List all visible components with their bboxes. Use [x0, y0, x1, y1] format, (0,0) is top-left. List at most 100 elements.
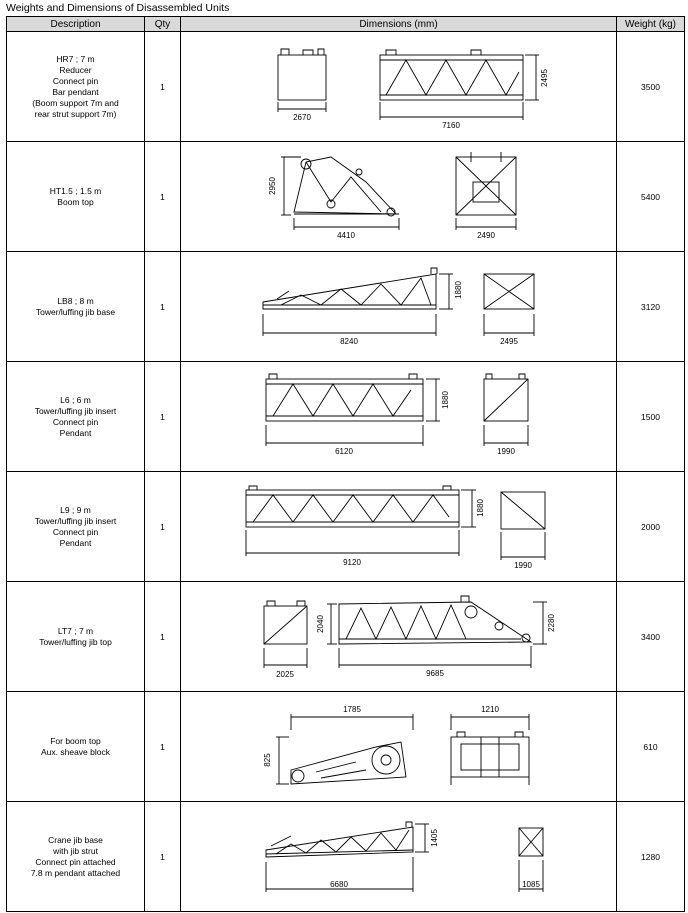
dim-label: 9120: [343, 558, 361, 567]
page-title: Weights and Dimensions of Disassembled U…: [6, 2, 230, 14]
dim-label: 2040: [316, 615, 325, 633]
dim-label: 8240: [340, 337, 358, 346]
description-cell: HR7 ; 7 m Reducer Connect pin Bar pendan…: [6, 31, 145, 142]
dim-label: 7160: [442, 121, 460, 130]
table-row: HR7 ; 7 m Reducer Connect pin Bar pendan…: [6, 31, 685, 142]
dim-label: 1880: [454, 281, 463, 299]
dimensions-cell: 2670 7160 2495: [180, 31, 617, 142]
description-line: with jib strut: [53, 845, 98, 856]
description-cell: LT7 ; 7 m Tower/luffing jib top: [6, 581, 145, 692]
dim-label: 2495: [540, 69, 549, 87]
weight-cell: 610: [616, 691, 685, 802]
header-qty: Qty: [144, 16, 181, 32]
table-row: L9 ; 9 m Tower/luffing jib insert Connec…: [6, 471, 685, 582]
description-line: HR7 ; 7 m: [56, 53, 95, 64]
description-line: Tower/luffing jib insert: [34, 515, 117, 526]
dim-label: 2025: [276, 670, 294, 679]
table-row: Crane jib base with jib strut Connect pi…: [6, 801, 685, 912]
weight-cell: 1500: [616, 361, 685, 472]
description-line: L9 ; 9 m: [60, 504, 91, 515]
jib-top-drawing: 2025 2040 9685 2280: [263, 595, 556, 679]
weight-cell: 3500: [616, 31, 685, 142]
description-cell: Crane jib base with jib strut Connect pi…: [6, 801, 145, 912]
dim-label: 1085: [522, 880, 540, 889]
qty-cell: 1: [144, 31, 181, 142]
dim-label: 1880: [476, 499, 485, 517]
description-line: Pendant: [59, 537, 92, 548]
dimensions-cell: 6120 1990 1880: [180, 361, 617, 472]
description-line: Tower/luffing jib top: [39, 636, 112, 647]
description-line: Tower/luffing jib insert: [34, 405, 117, 416]
table-row: LB8 ; 8 m Tower/luffing jib base 1: [6, 251, 685, 362]
description-line: Boom top: [57, 196, 94, 207]
dim-label: 2950: [268, 177, 277, 195]
description-line: Pendant: [59, 427, 92, 438]
qty-cell: 1: [144, 801, 181, 912]
dim-label: 1405: [430, 829, 439, 847]
table-row: L6 ; 6 m Tower/luffing jib insert Connec…: [6, 361, 685, 472]
qty-cell: 1: [144, 691, 181, 802]
sheave-block-drawing: 1785 1210 825: [263, 705, 530, 785]
description-line: Aux. sheave block: [41, 746, 110, 757]
description-line: rear strut support 7m): [34, 108, 117, 119]
crane-jib-base-drawing: 6680 1085 1405: [265, 821, 544, 892]
description-line: Reducer: [59, 64, 92, 75]
dim-label: 825: [263, 753, 272, 767]
dimensions-cell: 8240 2495 1880: [180, 251, 617, 362]
units-table: Description Qty Dimensions (mm) Weight (…: [6, 16, 685, 912]
table-row: LT7 ; 7 m Tower/luffing jib top 1: [6, 581, 685, 692]
description-line: Connect pin: [52, 75, 99, 86]
header-description: Description: [6, 16, 145, 32]
description-line: Connect pin: [52, 526, 99, 537]
description-cell: L6 ; 6 m Tower/luffing jib insert Connec…: [6, 361, 145, 472]
dimensions-cell: 6680 1085 1405: [180, 801, 617, 912]
description-cell: For boom top Aux. sheave block: [6, 691, 145, 802]
boom-top-drawing: 2950 4410 2490: [268, 152, 517, 240]
dim-label: 2280: [547, 614, 556, 632]
weight-cell: 5400: [616, 141, 685, 252]
table-row: HT1.5 ; 1.5 m Boom top 1: [6, 141, 685, 252]
dimensions-cell: 2950 4410 2490: [180, 141, 617, 252]
header-row: Description Qty Dimensions (mm) Weight (…: [6, 16, 685, 32]
description-line: L6 ; 6 m: [60, 394, 91, 405]
reducer-drawing: 2670 7160 2495: [277, 48, 549, 130]
description-line: 7.8 m pendant attached: [30, 867, 121, 878]
dimensions-cell: 1785 1210 825: [180, 691, 617, 802]
description-line: Tower/luffing jib base: [35, 306, 116, 317]
dim-label: 1990: [497, 447, 515, 456]
dim-label: 9685: [426, 669, 444, 678]
weight-cell: 3400: [616, 581, 685, 692]
header-dimensions: Dimensions (mm): [180, 16, 617, 32]
dimensions-cell: 9120 1990 1880: [180, 471, 617, 582]
dim-label: 1785: [343, 705, 361, 714]
description-cell: L9 ; 9 m Tower/luffing jib insert Connec…: [6, 471, 145, 582]
jib-insert-9m-drawing: 9120 1990 1880: [245, 485, 546, 570]
jib-insert-6m-drawing: 6120 1990 1880: [265, 373, 529, 456]
dimensions-cell: 2025 2040 9685 2280: [180, 581, 617, 692]
dim-label: 6120: [335, 447, 353, 456]
description-line: LB8 ; 8 m: [57, 295, 94, 306]
weight-cell: 2000: [616, 471, 685, 582]
description-line: HT1.5 ; 1.5 m: [49, 185, 102, 196]
description-line: Connect pin: [52, 416, 99, 427]
dim-label: 2495: [500, 337, 518, 346]
dim-label: 6680: [330, 880, 348, 889]
weight-cell: 1280: [616, 801, 685, 912]
description-cell: HT1.5 ; 1.5 m Boom top: [6, 141, 145, 252]
description-line: (Boom support 7m and: [32, 97, 119, 108]
dim-label: 2670: [293, 113, 311, 122]
description-line: For boom top: [50, 735, 101, 746]
dim-label: 2490: [477, 231, 495, 240]
qty-cell: 1: [144, 471, 181, 582]
description-line: Connect pin attached: [35, 856, 116, 867]
description-line: LT7 ; 7 m: [57, 625, 94, 636]
qty-cell: 1: [144, 251, 181, 362]
header-weight: Weight (kg): [616, 16, 685, 32]
dim-label: 1990: [514, 561, 532, 570]
dim-label: 1880: [441, 391, 450, 409]
weight-cell: 3120: [616, 251, 685, 362]
table-row: For boom top Aux. sheave block 1: [6, 691, 685, 802]
qty-cell: 1: [144, 141, 181, 252]
qty-cell: 1: [144, 581, 181, 692]
description-line: Crane jib base: [48, 834, 103, 845]
